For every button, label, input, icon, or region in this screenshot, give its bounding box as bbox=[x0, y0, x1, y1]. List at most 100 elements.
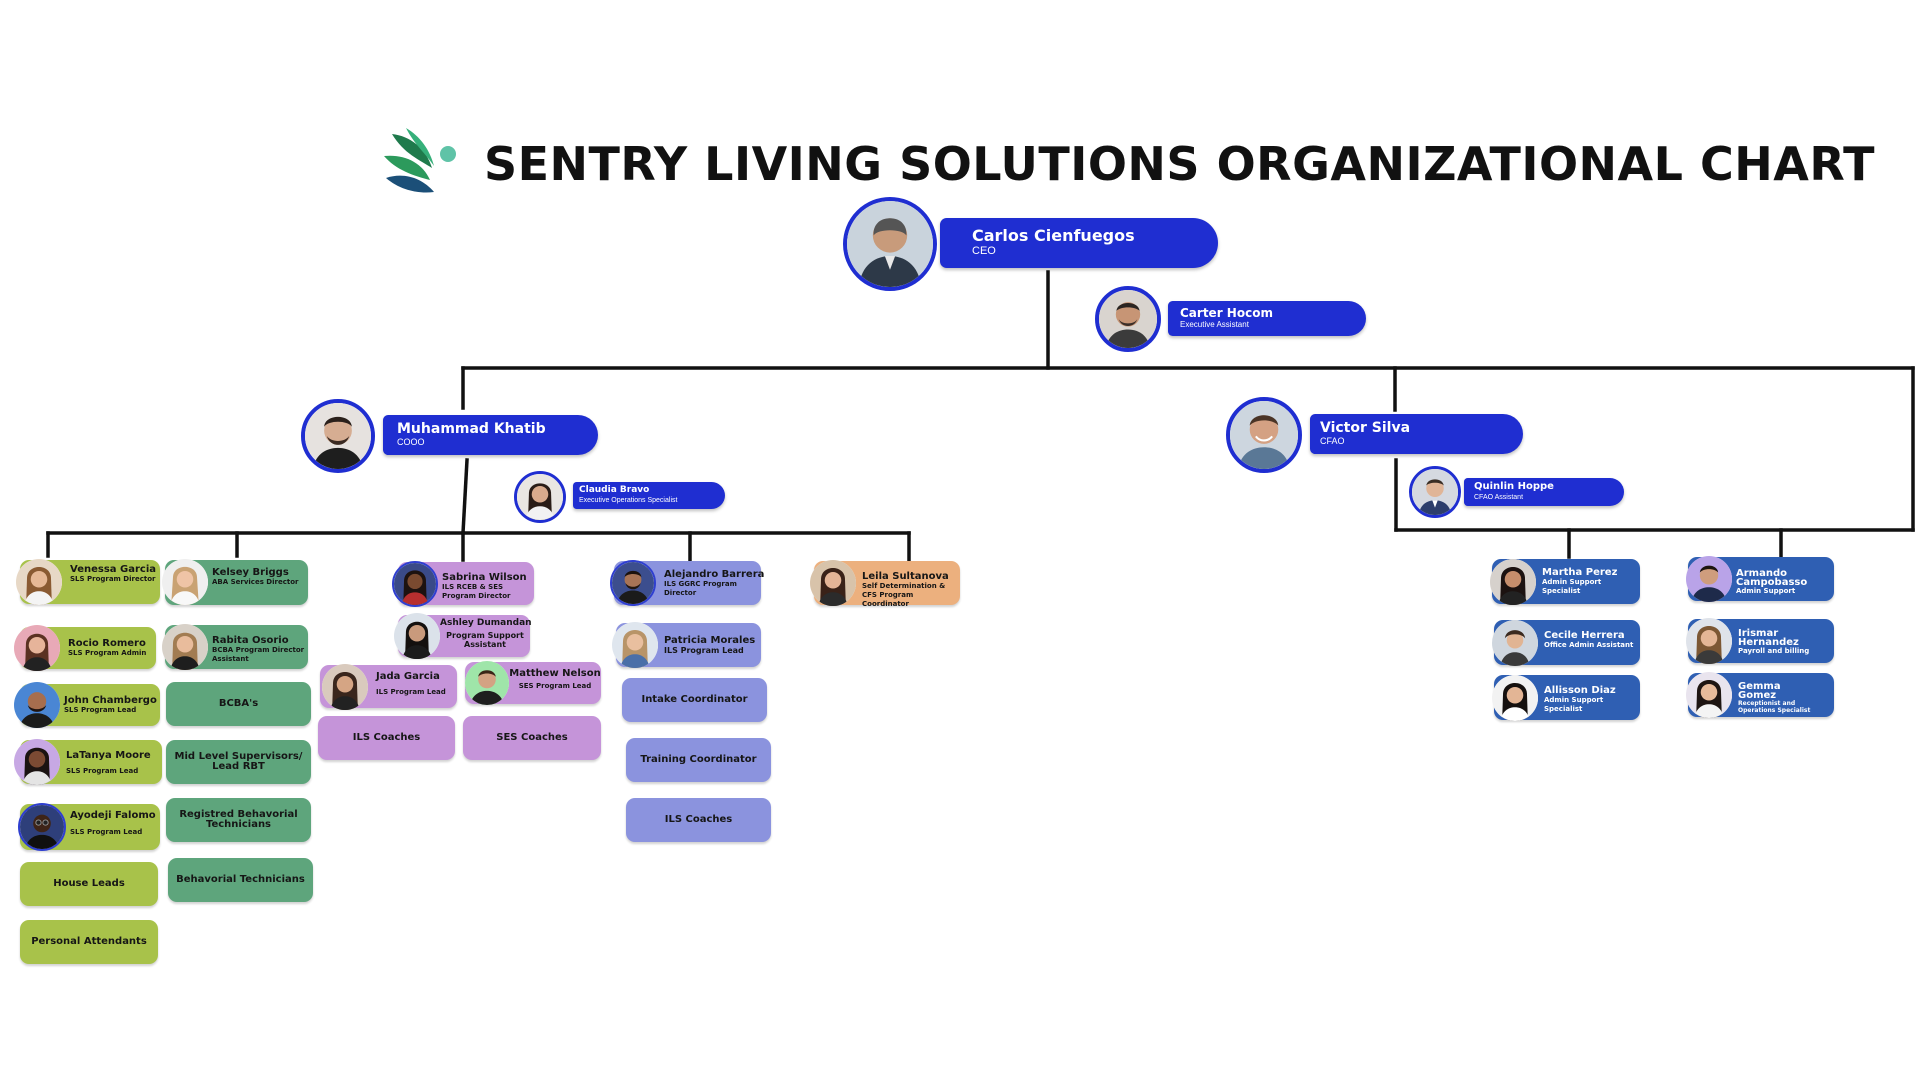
person-card-latanya-moore[interactable]: LaTanya Moore SLS Program Lead bbox=[14, 739, 162, 785]
avatar-icon bbox=[394, 613, 440, 659]
avatar-icon bbox=[18, 803, 66, 851]
group-registred-behavorial-technicians[interactable]: Registred Behavorial Technicians bbox=[166, 798, 311, 842]
person-card-alejandro-barrera[interactable]: Alejandro Barrera ILS GGRC Program Direc… bbox=[610, 560, 765, 606]
person-card-cecile-herrera[interactable]: Cecile Herrera Office Admin Assistant bbox=[1492, 620, 1640, 666]
coo-assistant-name: Claudia Bravo bbox=[579, 485, 650, 495]
person-name: Venessa Garcia bbox=[70, 564, 157, 575]
avatar-icon bbox=[843, 197, 937, 291]
avatar-icon bbox=[301, 399, 375, 473]
person-role: SLS Program Lead bbox=[70, 828, 143, 836]
cfao-name: Victor Silva bbox=[1320, 420, 1411, 436]
connector-line bbox=[461, 458, 469, 535]
person-card-armando-campobasso[interactable]: Armando Campobasso Admin Support bbox=[1686, 556, 1834, 602]
avatar-icon bbox=[612, 622, 658, 668]
person-card-rocio-romero[interactable]: Rocio Romero SLS Program Admin bbox=[14, 625, 156, 671]
avatar-icon bbox=[1490, 559, 1536, 605]
person-name: Patricia Morales bbox=[664, 635, 756, 646]
person-name: Jada Garcia bbox=[376, 671, 440, 682]
person-role: Admin Support Specialist bbox=[1542, 578, 1602, 595]
avatar-icon bbox=[162, 624, 208, 670]
avatar-icon bbox=[14, 625, 60, 671]
person-card-john-chambergo[interactable]: John Chambergo SLS Program Lead bbox=[14, 682, 160, 728]
avatar-icon bbox=[14, 739, 60, 785]
person-name: LaTanya Moore bbox=[66, 750, 151, 761]
avatar-icon bbox=[514, 471, 566, 523]
person-name: Gemma Gomez bbox=[1738, 681, 1781, 701]
group-house-leads[interactable]: House Leads bbox=[20, 862, 158, 906]
avatar-icon bbox=[1492, 620, 1538, 666]
group-behavorial-technicians[interactable]: Behavorial Technicians bbox=[168, 858, 313, 902]
person-role: Self Determination & CFS Program Coordin… bbox=[862, 582, 946, 608]
header: SENTRY LIVING SOLUTIONS ORGANIZATIONAL C… bbox=[380, 124, 1875, 204]
avatar-icon bbox=[1492, 675, 1538, 721]
group-mid-level-supervisors[interactable]: Mid Level Supervisors/ Lead RBT bbox=[166, 740, 311, 784]
person-role: SLS Program Director bbox=[70, 575, 156, 583]
ceo-assistant-name: Carter Hocom bbox=[1180, 306, 1273, 320]
person-role: BCBA Program Director Assistant bbox=[212, 646, 305, 663]
avatar-icon bbox=[465, 661, 509, 705]
page-title: SENTRY LIVING SOLUTIONS ORGANIZATIONAL C… bbox=[484, 137, 1876, 191]
group-intake-coordinator[interactable]: Intake Coordinator bbox=[622, 678, 767, 722]
person-card-sabrina-wilson[interactable]: Sabrina Wilson ILS RCEB & SES Program Di… bbox=[392, 561, 534, 607]
person-role: Office Admin Assistant bbox=[1544, 641, 1634, 649]
person-role: Admin Support Specialist bbox=[1544, 696, 1604, 713]
person-role: SLS Program Lead bbox=[64, 706, 137, 714]
person-name: Alejandro Barrera bbox=[664, 569, 765, 580]
person-role: ABA Services Director bbox=[212, 578, 299, 586]
cfao-role: CFAO bbox=[1320, 436, 1345, 446]
person-role: ILS GGRC Program Director bbox=[664, 580, 737, 597]
person-role: ILS Program Lead bbox=[664, 646, 744, 655]
person-card-rabita-osorio[interactable]: Rabita Osorio BCBA Program Director Assi… bbox=[162, 624, 308, 670]
group-training-coordinator[interactable]: Training Coordinator bbox=[626, 738, 771, 782]
person-card-gemma-gomez[interactable]: Gemma Gomez Receptionist and Operations … bbox=[1686, 672, 1834, 718]
person-role: Receptionist and Operations Specialist bbox=[1738, 700, 1811, 714]
person-card-allisson-diaz[interactable]: Allisson Diaz Admin Support Specialist bbox=[1492, 675, 1640, 721]
person-name: Cecile Herrera bbox=[1544, 630, 1625, 641]
person-name: Matthew Nelson bbox=[509, 668, 601, 679]
person-card-martha-perez[interactable]: Martha Perez Admin Support Specialist bbox=[1490, 559, 1640, 605]
person-card-jada-garcia[interactable]: Jada Garcia ILS Program Lead bbox=[320, 664, 457, 710]
person-card-ayodeji-falomo[interactable]: Ayodeji Falomo SLS Program Lead bbox=[18, 803, 160, 851]
person-card-venessa-garcia[interactable]: Venessa Garcia SLS Program Director bbox=[16, 559, 160, 605]
avatar-icon bbox=[162, 559, 208, 605]
person-name: Allisson Diaz bbox=[1544, 685, 1616, 696]
avatar-icon bbox=[1686, 618, 1732, 664]
person-card-matthew-nelson[interactable]: Matthew Nelson SES Program Lead bbox=[465, 661, 601, 705]
avatar-icon bbox=[610, 560, 656, 606]
person-card-irismar-hernandez[interactable]: Irismar Hernandez Payroll and billing bbox=[1686, 618, 1834, 664]
person-name: Armando Campobasso bbox=[1736, 568, 1808, 588]
avatar-icon bbox=[1409, 466, 1461, 518]
person-name: Ashley Dumandan bbox=[440, 618, 532, 628]
person-name: Leila Sultanova bbox=[862, 571, 949, 582]
person-card-kelsey-briggs[interactable]: Kelsey Briggs ABA Services Director bbox=[162, 559, 308, 605]
person-name: Martha Perez bbox=[1542, 567, 1618, 578]
person-card-leila-sultanova[interactable]: Leila Sultanova Self Determination & CFS… bbox=[810, 560, 960, 608]
person-role: SES Program Lead bbox=[518, 682, 592, 690]
person-card-ashley-dumandan[interactable]: Ashley Dumandan Program Support Assistan… bbox=[394, 613, 532, 659]
avatar-icon bbox=[1226, 397, 1302, 473]
person-name: John Chambergo bbox=[64, 695, 157, 706]
person-role: ILS RCEB & SES Program Director bbox=[442, 583, 511, 600]
avatar-icon bbox=[16, 559, 62, 605]
leaf-logo-icon bbox=[384, 128, 456, 193]
person-name: Irismar Hernandez bbox=[1738, 628, 1799, 648]
avatar-icon bbox=[322, 664, 368, 710]
person-name: Rabita Osorio bbox=[212, 635, 289, 646]
person-name: Sabrina Wilson bbox=[442, 572, 527, 583]
group-ils-coaches-ggrc[interactable]: ILS Coaches bbox=[626, 798, 771, 842]
ceo-name: Carlos Cienfuegos bbox=[972, 226, 1135, 245]
person-role: Admin Support bbox=[1736, 587, 1796, 595]
ceo-assistant-role: Executive Assistant bbox=[1180, 320, 1249, 329]
person-name: Ayodeji Falomo bbox=[70, 810, 156, 821]
person-name: Rocio Romero bbox=[68, 638, 146, 649]
group-ses-coaches[interactable]: SES Coaches bbox=[463, 716, 601, 760]
avatar-icon bbox=[810, 560, 856, 606]
group-ils-coaches-rceb[interactable]: ILS Coaches bbox=[318, 716, 455, 760]
person-role: Program Support Assistant bbox=[446, 631, 524, 649]
person-name: Kelsey Briggs bbox=[212, 567, 289, 578]
avatar-icon bbox=[392, 561, 438, 607]
group-bcbas[interactable]: BCBA's bbox=[166, 682, 311, 726]
group-personal-attendants[interactable]: Personal Attendants bbox=[20, 920, 158, 964]
person-card-patricia-morales[interactable]: Patricia Morales ILS Program Lead bbox=[612, 622, 761, 668]
